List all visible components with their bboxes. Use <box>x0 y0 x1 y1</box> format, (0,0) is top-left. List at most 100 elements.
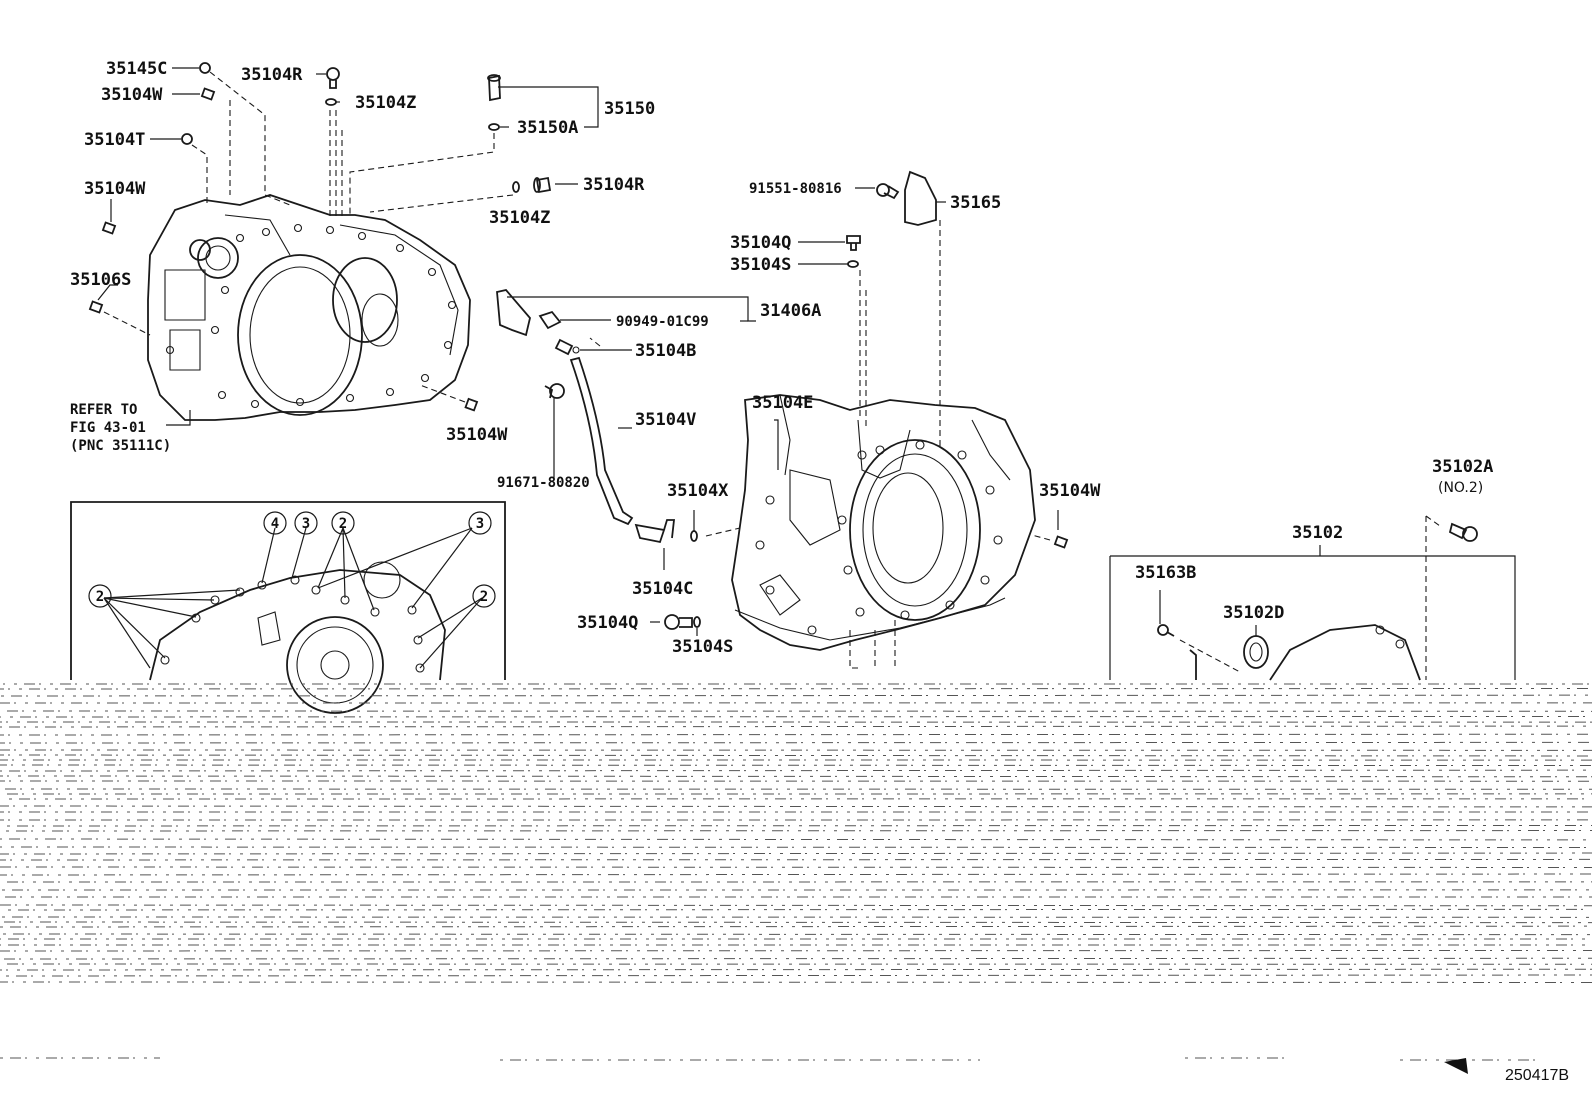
callout-35104W-a[interactable]: 35104W <box>101 85 163 105</box>
scan-line <box>0 957 1592 960</box>
scan-artifact-band <box>0 683 1592 1061</box>
callout-35165[interactable]: 35165 <box>950 193 1001 213</box>
callout-35104B[interactable]: 35104B <box>635 341 696 361</box>
35104Z-washer-a[interactable] <box>325 98 337 106</box>
callout-35104Q-a[interactable]: 35104Q <box>730 233 791 253</box>
scan-line <box>0 741 1592 744</box>
35102A-bolt[interactable] <box>1448 522 1478 542</box>
scan-line <box>0 715 1592 718</box>
callout-90949-01C99[interactable]: 90949-01C99 <box>616 314 709 330</box>
refer-note-line-2: FIG 43-01 <box>70 420 146 436</box>
scan-line <box>0 921 1592 924</box>
scan-line <box>0 769 1592 772</box>
scan-line <box>0 733 1592 736</box>
callout-35104V[interactable]: 35104V <box>635 410 696 430</box>
callout-31406A[interactable]: 31406A <box>760 301 821 321</box>
scan-line <box>0 838 1592 841</box>
35150-plug-assembly[interactable] <box>487 74 501 102</box>
scan-line <box>0 824 1592 827</box>
scan-line <box>0 904 1592 907</box>
detail-marker-3-a: 3 <box>302 516 310 532</box>
transaxle-housing-left <box>147 194 471 421</box>
scan-line <box>0 858 1592 861</box>
callout-35104R-a[interactable]: 35104R <box>241 65 303 85</box>
callout-35104W-c[interactable]: 35104W <box>446 425 508 445</box>
35104W-plug-a[interactable] <box>200 87 216 101</box>
35104S-washer-b[interactable] <box>693 616 701 628</box>
callout-35106S[interactable]: 35106S <box>70 270 131 290</box>
35104Z-washer-b[interactable] <box>512 181 520 193</box>
35104B-union[interactable] <box>554 338 580 356</box>
scan-line <box>0 775 1592 778</box>
callout-35102D[interactable]: 35102D <box>1223 603 1284 623</box>
callout-35163B[interactable]: 35163B <box>1135 563 1196 583</box>
callout-35104Z-a[interactable]: 35104Z <box>355 93 416 113</box>
callout-35104W-d[interactable]: 35104W <box>1039 481 1101 501</box>
scan-line <box>0 949 1592 952</box>
callout-35104Z-b[interactable]: 35104Z <box>489 208 550 228</box>
detail-inset-box <box>70 501 506 714</box>
breather-assembly <box>496 289 701 630</box>
callout-35102A[interactable]: 35102A <box>1432 457 1493 477</box>
callout-35104Q-b[interactable]: 35104Q <box>577 613 638 633</box>
leaders-left <box>97 67 599 426</box>
detail-marker-2-c: 2 <box>480 589 488 605</box>
callout-35150[interactable]: 35150 <box>604 99 655 119</box>
callout-35104W-b[interactable]: 35104W <box>84 179 146 199</box>
35150A-oring[interactable] <box>488 123 500 131</box>
transaxle-case-center <box>731 220 1036 669</box>
35102D-bearing[interactable] <box>1243 635 1269 669</box>
callout-35104E[interactable]: 35104E <box>752 393 813 413</box>
housing-bolt-ring <box>165 223 457 409</box>
leaders-center <box>507 296 756 636</box>
figure-id: 250417B <box>1505 1067 1569 1084</box>
scan-line <box>0 908 1592 911</box>
35104Q-bolt-a[interactable] <box>846 235 861 251</box>
scan-line <box>0 925 1592 928</box>
scan-line <box>0 974 1592 977</box>
35104S-washer-a[interactable] <box>847 260 859 268</box>
callout-35104C[interactable]: 35104C <box>632 579 693 599</box>
leaders-right <box>774 187 1516 680</box>
91671-80820-bolt[interactable] <box>544 383 565 399</box>
35106S-plug[interactable] <box>88 300 104 314</box>
scan-line <box>0 687 1592 690</box>
callout-35104X[interactable]: 35104X <box>667 481 729 501</box>
detail-marker-4: 4 <box>271 516 279 532</box>
35104T-oring[interactable] <box>181 133 193 145</box>
35104Q-bolt-b[interactable] <box>664 614 693 630</box>
callout-35150A[interactable]: 35150A <box>517 118 578 138</box>
35165-bracket[interactable] <box>904 170 937 226</box>
callout-35104S-a[interactable]: 35104S <box>730 255 791 275</box>
callout-35102[interactable]: 35102 <box>1292 523 1343 543</box>
90949-01C99-clip[interactable] <box>538 310 562 330</box>
35145C-oring[interactable] <box>199 62 211 74</box>
callout-35145C[interactable]: 35145C <box>106 59 167 79</box>
detail-marker-3-b: 3 <box>476 516 484 532</box>
35104R-bolt-b[interactable] <box>533 176 552 194</box>
callout-91551-80816[interactable]: 91551-80816 <box>749 181 842 197</box>
callout-35104T[interactable]: 35104T <box>84 130 145 150</box>
35104C-union[interactable] <box>634 519 676 544</box>
figure-corner-mark <box>1444 1058 1468 1074</box>
35163B-bolt[interactable] <box>1157 624 1175 637</box>
scan-line <box>0 933 1592 936</box>
detail-marker-2-a: 2 <box>339 516 347 532</box>
35102-gasket-edge[interactable] <box>1189 649 1197 680</box>
31406A-bracket[interactable] <box>496 289 531 337</box>
35104V-hose[interactable] <box>569 356 634 526</box>
callout-91671-80820[interactable]: 91671-80820 <box>497 475 590 491</box>
35104X-gasket[interactable] <box>690 530 698 542</box>
35104W-plug-d[interactable] <box>1053 535 1069 549</box>
35104W-plug-c[interactable] <box>464 397 479 412</box>
callout-no2-note: (NO.2) <box>1438 480 1483 496</box>
91551-80816-bolt[interactable] <box>876 183 900 200</box>
callout-35104S-b[interactable]: 35104S <box>672 637 733 657</box>
35102-assembly-box <box>1157 624 1421 681</box>
refer-note-line-1: REFER TO <box>70 402 137 418</box>
scan-line <box>0 694 1592 697</box>
35104W-plug-b[interactable] <box>101 221 117 235</box>
35104R-bolt-a[interactable] <box>326 67 340 89</box>
callout-35104R-b[interactable]: 35104R <box>583 175 645 195</box>
